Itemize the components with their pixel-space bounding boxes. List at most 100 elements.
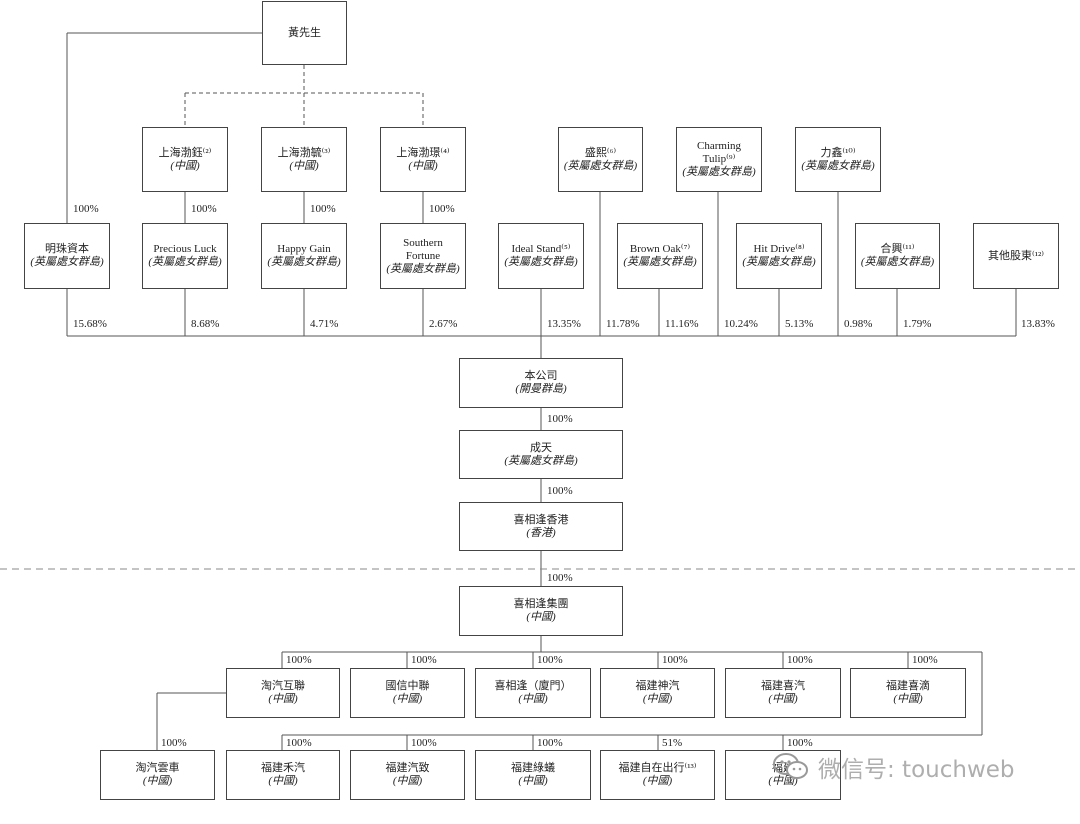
node-title: 黃先生	[288, 26, 321, 39]
node-title: 其他股東⁽¹²⁾	[988, 249, 1044, 262]
node-title: 喜相逢（廈門）	[494, 680, 572, 692]
pct-fj-heqi: 100%	[286, 737, 312, 749]
node-title: 合興⁽¹¹⁾	[880, 243, 915, 255]
node-title: Hit Drive⁽⁸⁾	[753, 243, 805, 255]
pct-fj-xiqi: 100%	[787, 654, 813, 666]
node-hexing: 合興⁽¹¹⁾ (英屬處女群島)	[855, 223, 940, 289]
node-southern-fortune: Southern Fortune (英屬處女群島)	[380, 223, 466, 289]
node-jurisdiction: (英屬處女群島)	[742, 256, 816, 268]
pct-fj-zizai: 51%	[662, 737, 683, 749]
node-jurisdiction: (英屬處女群島)	[801, 159, 875, 172]
pct-fj-partial: 100%	[787, 737, 813, 749]
node-fujian-shenqi: 福建神汽 (中國)	[600, 668, 715, 718]
node-shanghai-bohang: 上海渤毓⁽³⁾ (中國)	[261, 127, 347, 192]
node-shanghai-bojing: 上海渤璟⁽⁴⁾ (中國)	[380, 127, 466, 192]
pct-southern: 2.67%	[429, 318, 458, 330]
node-company: 本公司 (開曼群島)	[459, 358, 623, 408]
node-jurisdiction: (中國)	[642, 775, 673, 787]
node-title: 明珠資本	[45, 243, 89, 255]
node-jurisdiction: (中國)	[408, 159, 438, 172]
node-title: 淘汽互聯	[261, 680, 305, 692]
node-title: Southern Fortune	[403, 236, 443, 262]
node-jurisdiction: (英屬處女群島)	[682, 166, 756, 178]
node-other-shareholders: 其他股東⁽¹²⁾	[973, 223, 1059, 289]
node-title: 國信中聯	[385, 680, 430, 692]
node-mingzhu-capital: 明珠資本 (英屬處女群島)	[24, 223, 110, 289]
node-jurisdiction: (中國)	[392, 775, 423, 787]
node-happy-gain: Happy Gain (英屬處女群島)	[261, 223, 347, 289]
node-title: 盛熙⁽⁶⁾	[584, 146, 617, 159]
node-taoqi-hulian: 淘汽互聯 (中國)	[226, 668, 340, 718]
wechat-icon	[772, 752, 810, 782]
node-title: Brown Oak⁽⁷⁾	[629, 243, 691, 255]
pct-guoxin: 100%	[411, 654, 437, 666]
node-brown-oak: Brown Oak⁽⁷⁾ (英屬處女群島)	[617, 223, 703, 289]
node-title: 福建喜滴	[886, 680, 930, 692]
pct-chengtian: 100%	[547, 413, 573, 425]
pct-mingzhu-up: 100%	[73, 203, 99, 215]
node-title: 淘汽雲車	[135, 762, 180, 774]
node-title: 福建綠蟻	[511, 762, 555, 774]
node-shanghai-bozhong: 上海渤鈺⁽²⁾ (中國)	[142, 127, 228, 192]
node-title: 力鑫⁽¹⁰⁾	[820, 146, 856, 159]
node-chengtian: 成天 (英屬處女群島)	[459, 430, 623, 479]
node-title: 上海渤毓⁽³⁾	[277, 146, 331, 159]
node-jurisdiction: (中國)	[268, 693, 298, 705]
node-jurisdiction: (中國)	[893, 693, 923, 705]
node-jurisdiction: (中國)	[392, 693, 423, 705]
node-jurisdiction: (中國)	[518, 693, 548, 705]
pct-hit-drive: 5.13%	[785, 318, 814, 330]
node-jurisdiction: (中國)	[768, 775, 798, 787]
node-shengxi: 盛熙⁽⁶⁾ (英屬處女群島)	[558, 127, 643, 192]
pct-taoqi-yunche: 100%	[161, 737, 187, 749]
node-fujian-zizai: 福建自在出行⁽¹³⁾ (中國)	[600, 750, 715, 800]
node-title: Happy Gain	[277, 243, 331, 255]
node-hit-drive: Hit Drive⁽⁸⁾ (英屬處女群島)	[736, 223, 822, 289]
node-title: 本公司	[524, 370, 558, 382]
node-xixiangfeng-hk: 喜相逢香港 (香港)	[459, 502, 623, 551]
pct-fj-xidi: 100%	[912, 654, 938, 666]
pct-fj-lvyi: 100%	[537, 737, 563, 749]
node-jurisdiction: (英屬處女群島)	[563, 159, 638, 172]
pct-mingzhu: 15.68%	[73, 318, 107, 330]
pct-fj-shenqi: 100%	[662, 654, 688, 666]
pct-taoqi-hulian: 100%	[286, 654, 312, 666]
node-jurisdiction: (中國)	[170, 159, 200, 172]
node-jurisdiction: (中國)	[518, 775, 548, 787]
node-title: 福建禾汽	[261, 762, 305, 774]
node-title: 福建神汽	[635, 680, 680, 692]
node-title: 成天	[530, 441, 552, 454]
node-title: 福建自在出行⁽¹³⁾	[618, 762, 697, 774]
pct-shengxi: 11.78%	[606, 318, 640, 330]
node-charming-tulip: Charming Tulip⁽⁹⁾ (英屬處女群島)	[676, 127, 762, 192]
node-title: 上海渤鈺⁽²⁾	[158, 146, 212, 159]
node-title: 喜相逢集團	[513, 598, 569, 610]
pct-xxf-xiamen: 100%	[537, 654, 563, 666]
node-fujian-partial: 福建 (中國)	[725, 750, 841, 800]
pct-precious: 8.68%	[191, 318, 220, 330]
node-jurisdiction: (英屬處女群島)	[148, 256, 222, 268]
node-ideal-stand: Ideal Stand⁽⁵⁾ (英屬處女群島)	[498, 223, 584, 289]
node-jurisdiction: (英屬處女群島)	[860, 256, 935, 268]
node-precious-luck: Precious Luck (英屬處女群島)	[142, 223, 228, 289]
node-jurisdiction: (中國)	[142, 775, 173, 787]
pct-xxf-group: 100%	[547, 572, 573, 584]
node-jurisdiction: (開曼群島)	[515, 383, 567, 395]
watermark: 微信号: touchweb	[772, 750, 1015, 784]
node-jurisdiction: (中國)	[768, 693, 798, 705]
pct-brown-oak: 11.16%	[665, 318, 699, 330]
node-jurisdiction: (英屬處女群島)	[267, 256, 341, 268]
pct-hexing: 1.79%	[903, 318, 932, 330]
node-title: Ideal Stand⁽⁵⁾	[511, 243, 571, 255]
pct-southern-up: 100%	[429, 203, 455, 215]
node-jurisdiction: (中國)	[642, 693, 673, 705]
node-jurisdiction: (中國)	[289, 159, 319, 172]
node-title: 上海渤璟⁽⁴⁾	[396, 146, 450, 159]
node-jurisdiction: (中國)	[268, 775, 298, 787]
pct-fj-qizhi: 100%	[411, 737, 437, 749]
node-taoqi-yunche: 淘汽雲車 (中國)	[100, 750, 215, 800]
pct-happy: 4.71%	[310, 318, 339, 330]
node-guoxin-zhonglian: 國信中聯 (中國)	[350, 668, 465, 718]
node-fujian-lvyi: 福建綠蟻 (中國)	[475, 750, 591, 800]
